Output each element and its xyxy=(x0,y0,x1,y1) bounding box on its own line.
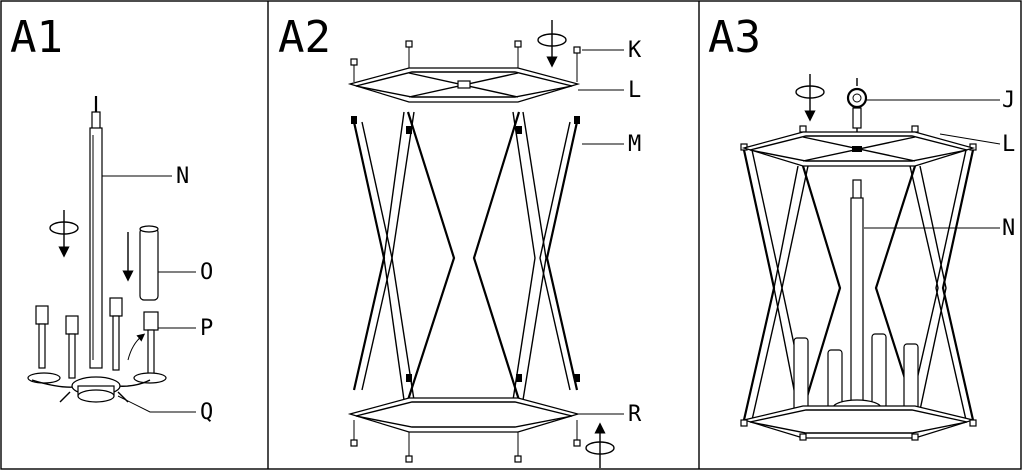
panel-title-a2: A2 xyxy=(278,12,331,63)
finials-k xyxy=(350,40,581,82)
panel-a2: A2 xyxy=(278,12,642,468)
panel-title-a3: A3 xyxy=(708,12,761,63)
callout-n: N xyxy=(176,164,189,189)
arm-base-q xyxy=(27,372,167,403)
assembled-bottom-ring xyxy=(740,405,977,441)
callout-j: J xyxy=(1002,88,1015,113)
center-rod-n xyxy=(89,96,103,369)
top-ring-l xyxy=(347,67,581,103)
callout-n-a3: N xyxy=(1002,216,1015,241)
sleeve-o xyxy=(139,225,159,301)
bottom-finials xyxy=(350,420,581,463)
callout-o: O xyxy=(200,260,213,285)
bottom-ring-r xyxy=(347,397,581,433)
rotate-arrow-icon xyxy=(49,210,79,258)
panel-a1: A1 xyxy=(10,12,213,425)
rotate-up-arrow-icon xyxy=(585,422,615,468)
side-frames-m xyxy=(351,111,580,401)
rotate-arrow-icon xyxy=(537,20,567,68)
callout-k: K xyxy=(628,38,642,63)
callout-r: R xyxy=(628,402,642,427)
center-rod-n-assembled xyxy=(850,179,864,405)
callout-p: P xyxy=(200,316,213,341)
assembled-top-ring xyxy=(740,125,977,167)
panel-title-a1: A1 xyxy=(10,12,63,63)
callout-m: M xyxy=(628,132,641,157)
callout-l: L xyxy=(628,78,641,103)
rotate-arrow-icon xyxy=(795,74,825,122)
callout-q: Q xyxy=(200,400,213,425)
assembled-frames xyxy=(742,149,975,421)
panel-a3: A3 xyxy=(708,12,1015,441)
candle-cups-p xyxy=(35,297,159,379)
callout-l-a3: L xyxy=(1002,132,1015,157)
